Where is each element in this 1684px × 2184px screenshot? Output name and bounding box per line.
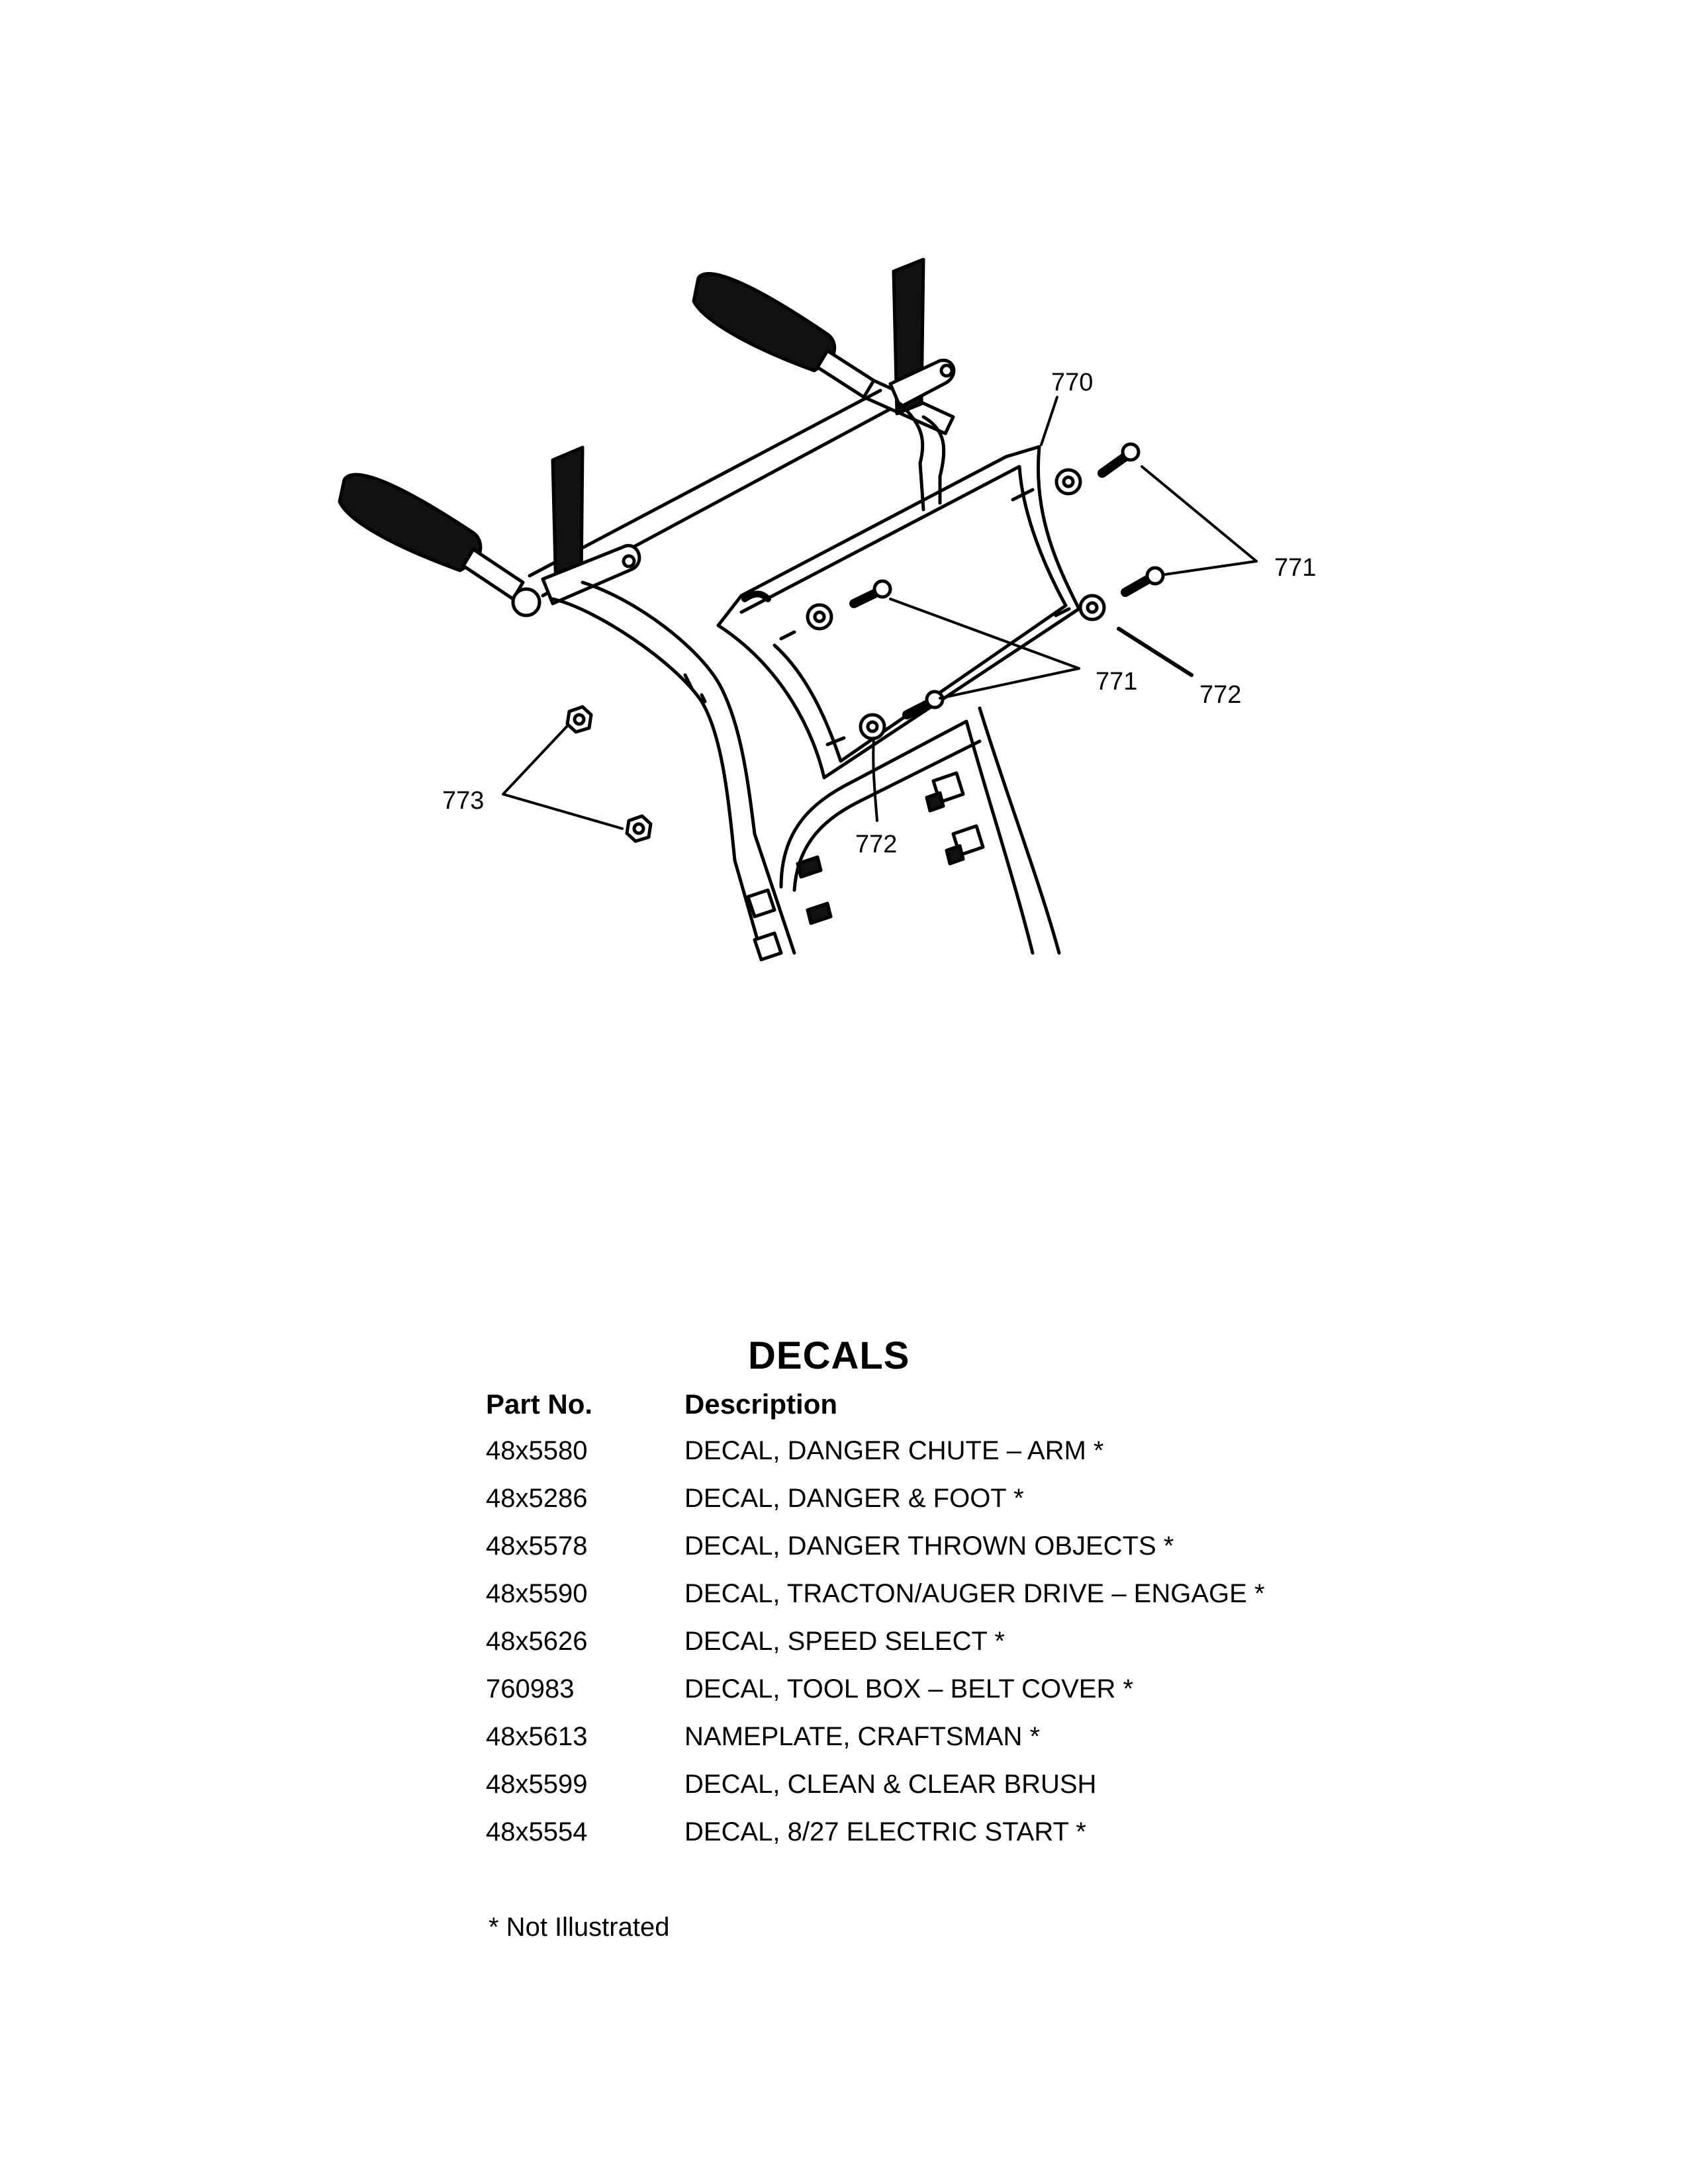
part-number: 48x5613: [486, 1722, 588, 1751]
footnote-not-illustrated: * Not Illustrated: [489, 1913, 670, 1942]
left-handle-tube: [551, 580, 796, 955]
hex-nut-upper: [565, 705, 593, 734]
bolt-top-right: [1054, 442, 1141, 496]
part-number: 48x5286: [486, 1484, 588, 1513]
part-description: NAMEPLATE, CRAFTSMAN *: [684, 1722, 1041, 1751]
bolt-panel-lower: [859, 690, 945, 741]
section-title: DECALS: [748, 1334, 910, 1377]
column-header-part-no: Part No.: [486, 1388, 593, 1420]
column-header-description: Description: [684, 1388, 838, 1420]
callout-771-right: 771: [1274, 554, 1316, 582]
part-number: 48x5626: [486, 1627, 588, 1656]
part-description: DECAL, DANGER CHUTE – ARM *: [684, 1436, 1104, 1465]
part-number: 48x5554: [486, 1817, 588, 1846]
part-description: DECAL, CLEAN & CLEAR BRUSH: [684, 1770, 1097, 1799]
left-bracket: [541, 544, 641, 606]
part-description: DECAL, TOOL BOX – BELT COVER *: [684, 1674, 1134, 1704]
leader-771-lower: [889, 598, 1080, 700]
left-handle-grip: [338, 473, 541, 617]
part-number: 48x5590: [486, 1579, 588, 1608]
part-number: 48x5580: [486, 1436, 588, 1465]
callout-773: 773: [442, 787, 484, 815]
part-number: 48x5578: [486, 1531, 588, 1561]
frame-bolts: [746, 771, 985, 962]
part-number: 48x5599: [486, 1770, 588, 1799]
hex-nut-lower: [625, 814, 653, 843]
leader-772-right: [1117, 627, 1193, 677]
callout-772-right: 772: [1199, 681, 1241, 709]
lower-frame: [779, 706, 1061, 955]
part-description: DECAL, TRACTON/AUGER DRIVE – ENGAGE *: [684, 1579, 1265, 1608]
handle-assembly-diagram: 770 771 771 772 772 773: [338, 257, 1316, 962]
right-handle-tube: [898, 402, 946, 512]
callout-772-lower: 772: [855, 831, 897, 858]
part-description: DECAL, DANGER & FOOT *: [684, 1484, 1024, 1513]
leader-772-lower: [872, 737, 878, 822]
bolt-panel-upper: [806, 579, 892, 631]
leader-771-upper: [1141, 465, 1258, 576]
callout-770: 770: [1051, 369, 1093, 396]
leader-770: [1040, 396, 1058, 446]
part-description: DECAL, SPEED SELECT *: [684, 1627, 1005, 1656]
bolt-mid-right: [1078, 566, 1165, 621]
part-description: DECAL, 8/27 ELECTRIC START *: [684, 1817, 1086, 1846]
callout-771-center: 771: [1096, 668, 1137, 696]
leader-773: [502, 725, 624, 830]
part-description: DECAL, DANGER THROWN OBJECTS *: [684, 1531, 1174, 1561]
right-bracket: [888, 358, 956, 409]
part-number: 760983: [486, 1674, 575, 1704]
